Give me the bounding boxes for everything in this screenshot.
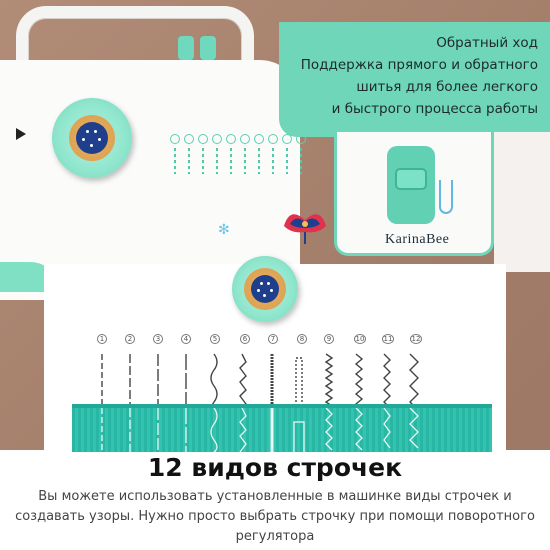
dial-knob-icon [52, 98, 132, 178]
callout-line: и быстрого процесса работы [331, 101, 538, 117]
stitch-number: 1 [97, 334, 107, 344]
dial-knob-icon [232, 256, 298, 322]
stitch-number: 4 [181, 334, 191, 344]
fabric-stitches [101, 408, 419, 452]
caption-area [0, 450, 550, 550]
callout-text: Обратный ход Поддержка прямого и обратно… [280, 32, 538, 120]
stitch-number: 9 [324, 334, 334, 344]
stitch-number: 2 [125, 334, 135, 344]
description-text: Вы можете использовать установленные в м… [15, 489, 535, 544]
feature-callout-panel: Обратный ход Поддержка прямого и обратно… [279, 22, 550, 137]
machine-side [494, 132, 550, 272]
stitch-number: 3 [153, 334, 163, 344]
flower-decoration-icon [284, 214, 326, 244]
handle-clip-icon [178, 36, 194, 60]
handle-clip-icon [200, 36, 216, 60]
stitch-number: 7 [268, 334, 278, 344]
reverse-lever-closeup: KarinaBee [334, 132, 494, 256]
stitch-number: 11 [382, 334, 394, 344]
thread-hook-icon [439, 180, 453, 214]
stitch-number: 8 [297, 334, 307, 344]
callout-line: Обратный ход [436, 35, 538, 51]
pointer-arrow-icon [16, 128, 26, 140]
fabric-edge [72, 404, 492, 410]
fabric-sample [72, 408, 492, 452]
stitch-number: 12 [410, 334, 422, 344]
snowflake-icon: ✻ [218, 222, 230, 238]
headline: 12 видов строчек [147, 453, 403, 482]
machine-stitch-selector [168, 134, 338, 184]
stitch-number: 10 [354, 334, 366, 344]
stitch-number: 5 [210, 334, 220, 344]
brand-logo: KarinaBee [385, 232, 450, 247]
callout-line: шитья для более легкого [356, 79, 538, 95]
reverse-lever-icon [387, 146, 435, 224]
callout-line: Поддержка прямого и обратного [300, 57, 538, 73]
stitch-number: 6 [240, 334, 250, 344]
